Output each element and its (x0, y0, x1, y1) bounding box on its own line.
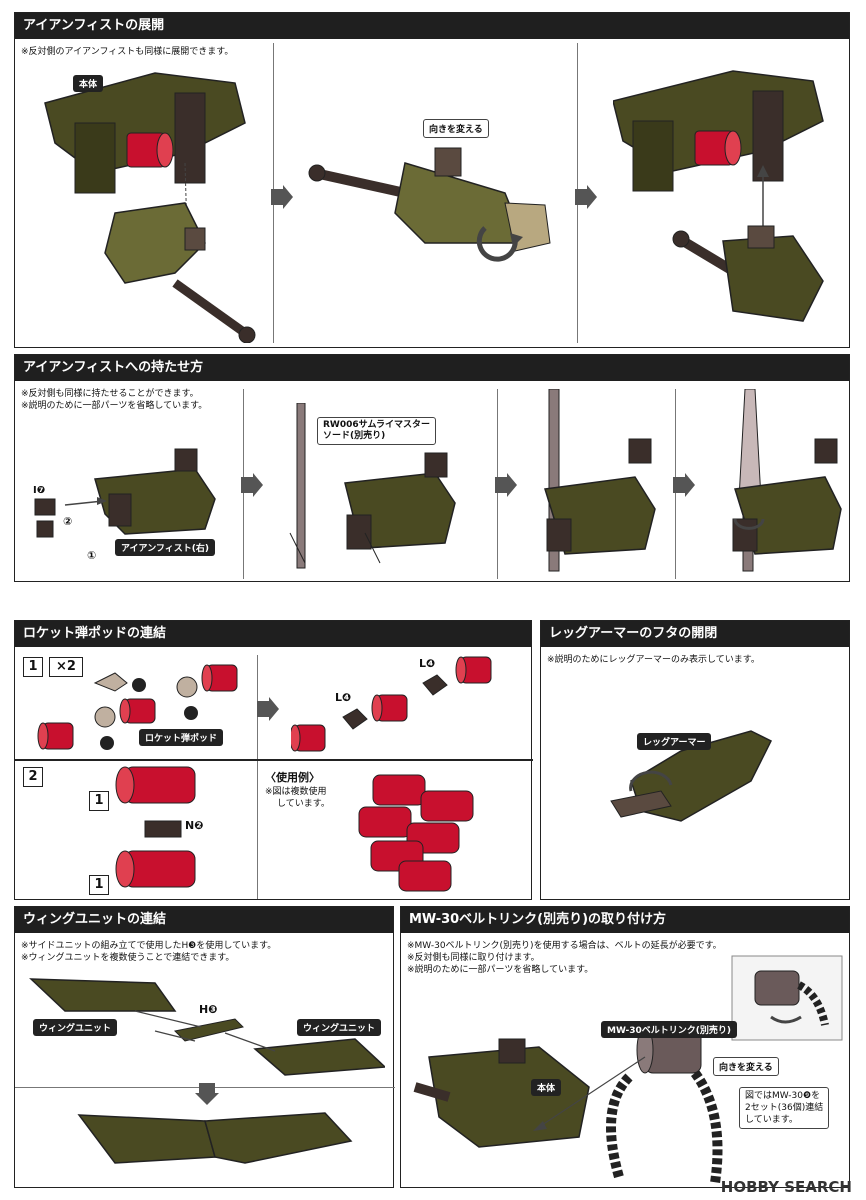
watermark: HOBBY SEARCH (720, 1178, 852, 1196)
callout-fist: アイアンフィスト(右) (115, 539, 215, 556)
callout-sword-line2: ソード(別売り) (323, 431, 386, 441)
step-arrow (495, 473, 517, 497)
section-belt: MW-30ベルトリンク(別売り)の取り付け方 ※MW-30ベルトリンク(別売り)… (400, 906, 850, 1188)
callout-turn: 向きを変える (713, 1057, 779, 1076)
illustration-belt-attach (413, 1026, 723, 1184)
illustration-sword-held (544, 389, 656, 572)
illustration-sword-insert (289, 403, 456, 569)
section-note: ※反対側も同様に取り付けます。 (407, 953, 540, 963)
section-title: アイアンフィストの展開 (15, 13, 849, 39)
illustration-rocket-example (358, 774, 474, 892)
callout-body: 本体 (73, 75, 104, 92)
step-number: 2 (23, 767, 43, 787)
part-code: L❹ (419, 657, 436, 670)
info-box: 図ではMW-30❾を 2セット(36個)連結 しています。 (739, 1087, 830, 1129)
callout-sword-line1: RW006サムライマスター (323, 420, 431, 430)
section-note: ※ウィングユニットを複数使うことで連結できます。 (21, 953, 235, 963)
section-title: アイアンフィストへの持たせ方 (15, 355, 849, 381)
callout-turn: 向きを変える (423, 119, 489, 138)
step-arrow-down (195, 1083, 219, 1105)
info-line: しています。 (745, 1115, 798, 1125)
illustration-wing-parts (29, 978, 385, 1076)
step-arrow (271, 185, 293, 209)
illustration-rocket-parts (37, 664, 238, 750)
illustration-fist-rotate (308, 147, 551, 262)
step-mark: ② (63, 515, 73, 528)
part-code: I❼ (33, 485, 46, 496)
callout-pod: ロケット弾ポッド (139, 729, 224, 746)
panel-divider (257, 761, 258, 899)
callout-wing-right: ウィングユニット (297, 1019, 382, 1036)
section-note: ※反対側のアイアンフィストも同様に展開できます。 (21, 47, 234, 57)
section-title: ロケット弾ポッドの連結 (15, 621, 531, 647)
example-note: しています。 (277, 799, 330, 809)
illustration-wing-joined (77, 1112, 353, 1164)
info-line: 2セット(36個)連結 (745, 1103, 824, 1113)
section-note: ※MW-30ベルトリンク(別売り)を使用する場合は、ベルトの延長が必要です。 (407, 941, 722, 951)
section-rocket: ロケット弾ポッドの連結 1 ×2 ロケット弾ポッド L❹ L❹ 2 (14, 620, 533, 900)
step-number: 1 (89, 791, 109, 811)
section-note: ※説明のために一部パーツを省略しています。 (21, 401, 208, 411)
step-mark: ① (87, 549, 97, 562)
part-code: N❷ (185, 819, 204, 832)
section-wing: ウィングユニットの連結 ※サイドユニットの組み立てで使用したH❸を使用しています… (14, 906, 395, 1188)
step-arrow (575, 185, 597, 209)
illustration-fist-hand (34, 448, 216, 538)
illustration-rocket-joined (291, 656, 492, 752)
section-title: ウィングユニットの連結 (15, 907, 393, 933)
illustration-sword-rotated (732, 389, 842, 572)
step-number: 1 (23, 657, 43, 677)
step-number: 1 (89, 875, 109, 895)
illustration-belt-inset (731, 955, 843, 1041)
callout-body: 本体 (531, 1079, 562, 1096)
section-note: ※反対側も同様に持たせることができます。 (21, 389, 199, 399)
example-title: 〈使用例〉 (265, 771, 320, 784)
section-note: ※説明のためにレッグアーマーのみ表示しています。 (547, 655, 760, 665)
callout-belt: MW-30ベルトリンク(別売り) (601, 1021, 737, 1038)
step-arrow (673, 473, 695, 497)
section-title: レッグアーマーのフタの開閉 (541, 621, 849, 647)
panel-divider (15, 759, 533, 761)
callout-leg: レッグアーマー (637, 733, 712, 750)
part-code: L❹ (335, 691, 352, 704)
part-code: H❸ (199, 1003, 218, 1016)
section-fist-hold: アイアンフィストへの持たせ方 ※反対側も同様に持たせることができます。 ※説明の… (14, 354, 850, 582)
info-line: 図ではMW-30❾を (745, 1091, 821, 1101)
step-arrow (257, 697, 279, 721)
illustration-fist-deployed (613, 70, 824, 322)
illustration-fist-attached (44, 72, 256, 343)
step-arrow (241, 473, 263, 497)
section-leg: レッグアーマーのフタの開閉 ※説明のためにレッグアーマーのみ表示しています。 レ… (540, 620, 850, 900)
callout-sword: RW006サムライマスター ソード(別売り) (317, 417, 437, 445)
step-multiplier: ×2 (49, 657, 83, 677)
section-note: ※サイドユニットの組み立てで使用したH❸を使用しています。 (21, 941, 277, 951)
callout-wing-left: ウィングユニット (33, 1019, 118, 1036)
section-fist-deploy: アイアンフィストの展開 ※反対側のアイアンフィストも同様に展開できます。 本体 … (14, 12, 850, 348)
section-title: MW-30ベルトリンク(別売り)の取り付け方 (401, 907, 849, 933)
section-note: ※説明のために一部パーツを省略しています。 (407, 965, 594, 975)
illustration-rocket-stack (115, 766, 196, 888)
example-note: ※図は複数使用 (265, 787, 327, 797)
